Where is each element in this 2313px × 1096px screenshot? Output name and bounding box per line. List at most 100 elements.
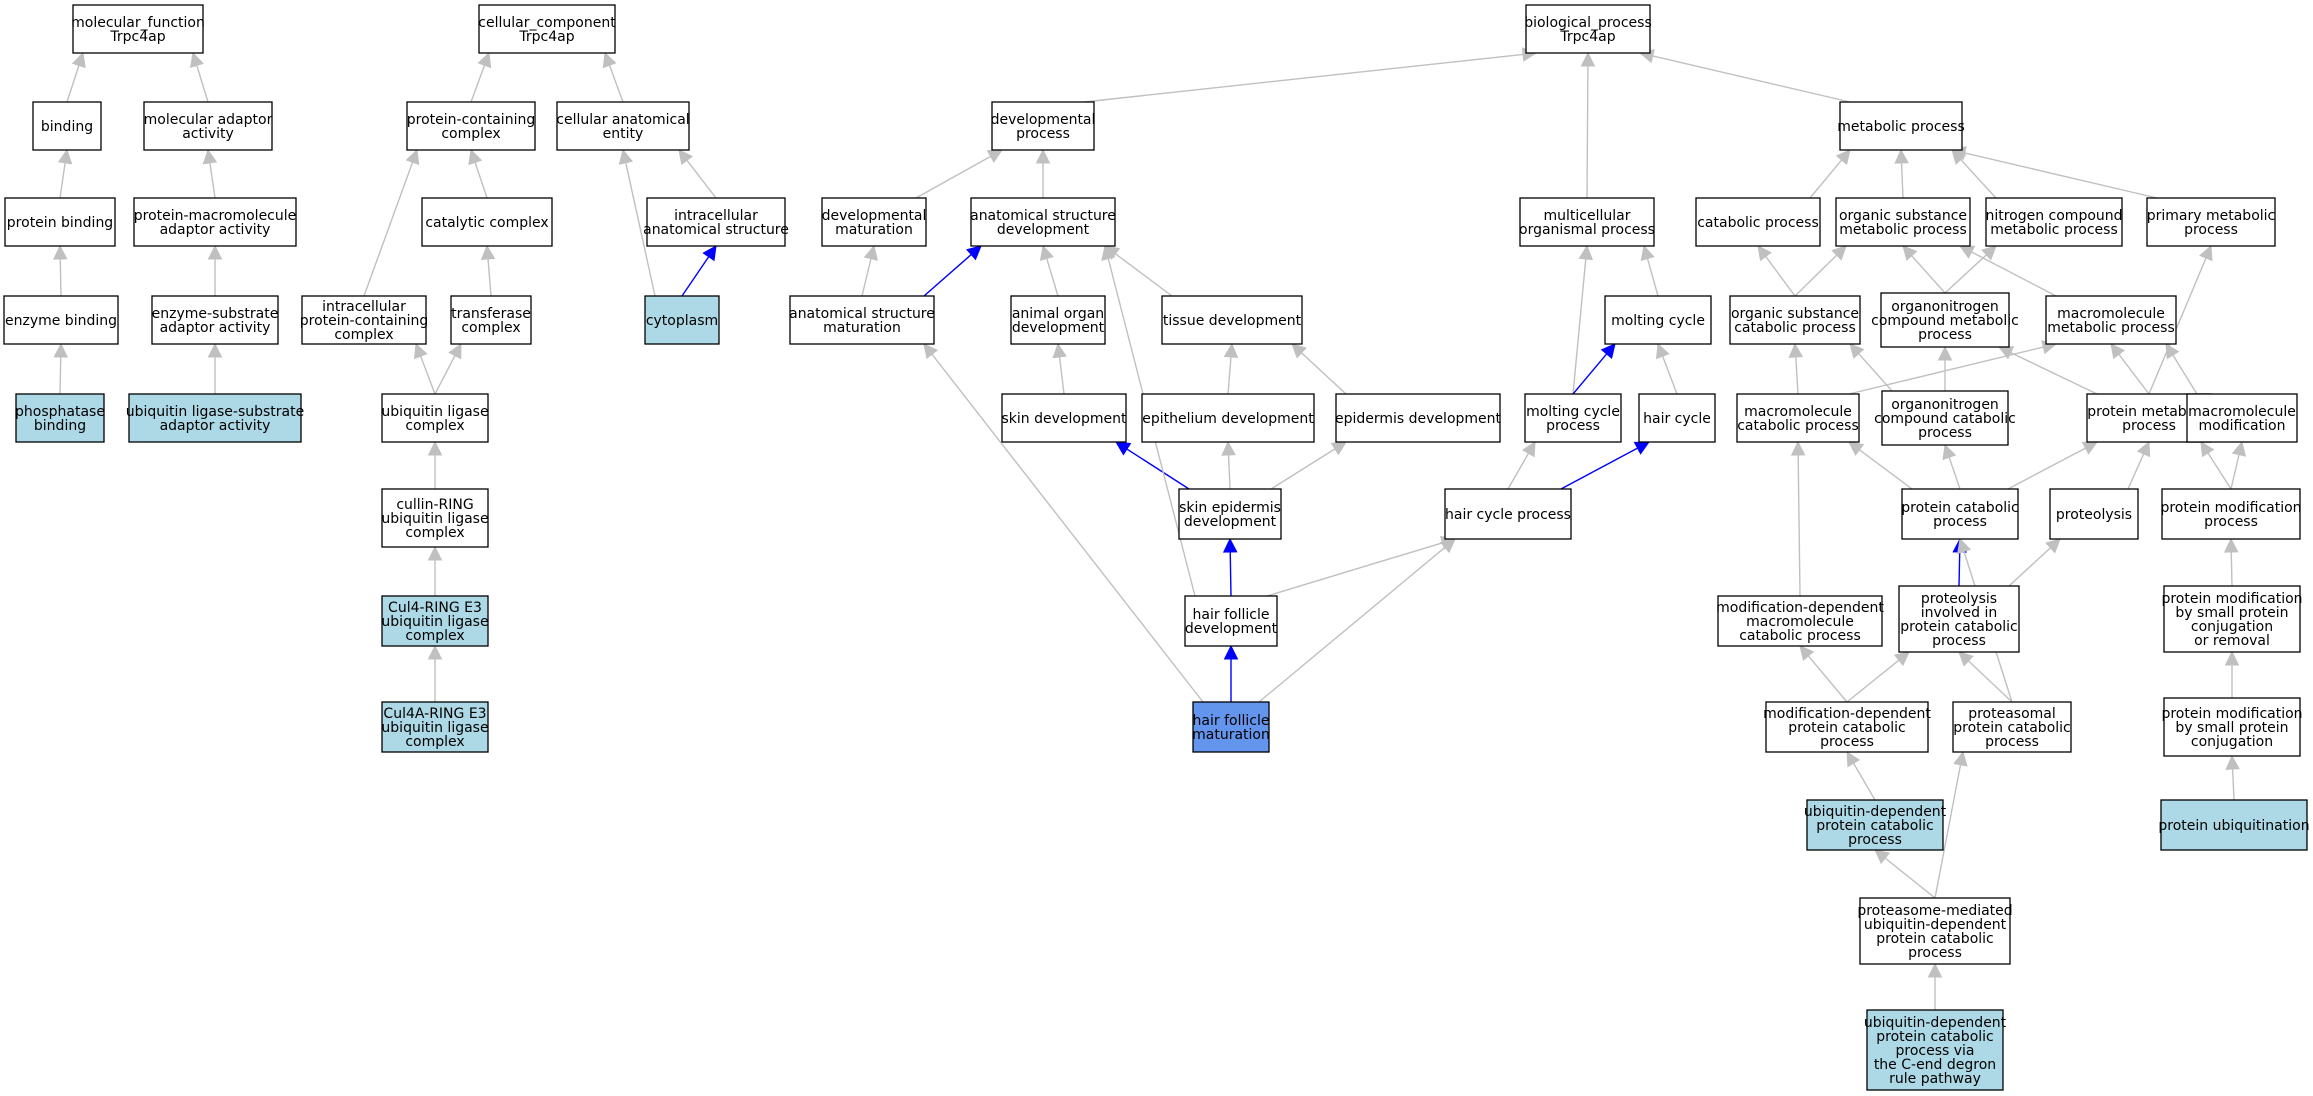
is-a-edge	[474, 162, 488, 199]
is-a-edge	[931, 353, 1204, 703]
go-term-label: or removal	[2194, 633, 2270, 649]
is-a-edge	[915, 155, 991, 199]
go-term-label: protein ubiquitination	[2158, 818, 2309, 834]
is-a-edge	[1858, 353, 1893, 392]
go-term-label: process	[1546, 418, 1600, 434]
edge-arrowhead	[427, 545, 443, 561]
go-term-box	[450, 295, 532, 345]
is-a-edge	[1765, 256, 1796, 297]
go-term-box	[72, 4, 204, 54]
go-term-label: intracellular	[322, 299, 406, 315]
go-term-box	[2146, 197, 2276, 247]
highlighted-edge	[1958, 551, 1961, 587]
go-term-box	[1717, 595, 1883, 647]
go-term-box	[1901, 488, 2019, 540]
edge-arrowhead	[71, 51, 86, 69]
go-term-label: ubiquitin ligase	[381, 720, 488, 736]
go-term-label: protein catabolic	[1953, 720, 2071, 736]
go-term-label: process	[2122, 418, 2176, 434]
go-term-label: complex	[334, 327, 393, 343]
go-term-label: process	[1933, 514, 1987, 530]
go-term-label: tissue development	[1163, 313, 1302, 329]
highlighted-edge	[1560, 447, 1638, 490]
go-term-label: compound metabolic	[1871, 313, 2019, 329]
go-term-box	[1524, 393, 1622, 443]
go-term-label: process	[1848, 832, 1902, 848]
go-term-box	[1525, 4, 1651, 54]
is-a-edge	[1652, 55, 1851, 103]
edge-arrowhead	[2223, 537, 2239, 553]
go-term-label: conjugation	[2191, 734, 2273, 750]
go-term-label: binding	[34, 418, 86, 434]
go-term-box	[2163, 585, 2301, 653]
go-term-label: ubiquitin-dependent	[1804, 804, 1947, 820]
go-term-box	[381, 488, 489, 548]
go-term-node: epithelium development	[1141, 393, 1315, 443]
go-term-label: process	[1908, 945, 1962, 961]
edge-arrowhead	[1958, 651, 1974, 667]
go-term-box	[1604, 295, 1712, 345]
go-term-label: proteasomal	[1968, 706, 2056, 722]
is-a-edge	[1852, 762, 1876, 801]
is-a-edge	[2148, 257, 2207, 395]
go-term-label: proteolysis	[1921, 591, 1997, 607]
go-term-label: compound catabolic	[1874, 411, 2016, 427]
go-term-label: transferase	[451, 306, 531, 322]
go-term-label: development	[1185, 621, 1278, 637]
go-term-box	[1178, 488, 1282, 540]
go-term-box	[128, 393, 302, 443]
go-term-label: organic substance	[1731, 306, 1859, 322]
edge-arrowhead	[1835, 149, 1851, 166]
go-term-label: hair cycle process	[1445, 507, 1571, 523]
edge-arrowhead	[1927, 962, 1943, 978]
is-a-edge	[1846, 659, 1900, 703]
edge-arrowhead	[1580, 51, 1596, 67]
go-term-label: Trpc4ap	[109, 29, 165, 45]
is-a-edge	[1227, 454, 1231, 490]
is-a-edge	[59, 258, 62, 297]
go-term-label: protein catabolic	[1876, 1029, 1994, 1045]
go-term-label: biological_process	[1524, 15, 1652, 31]
go-term-label: phosphatase	[15, 404, 105, 420]
go-term-box	[556, 101, 690, 151]
is-a-edge	[2230, 551, 2233, 587]
edge-arrowhead	[1330, 441, 1347, 456]
is-a-edge	[2231, 768, 2235, 801]
edge-arrowhead	[1846, 751, 1861, 768]
go-term-box	[2186, 393, 2298, 443]
is-a-edge	[608, 64, 624, 103]
go-term-box	[1184, 595, 1278, 647]
edge-arrowhead	[2165, 343, 2180, 360]
is-a-edge	[1884, 857, 1936, 899]
edge-arrowhead	[966, 245, 982, 261]
is-a-edge	[1964, 152, 2158, 199]
edge-arrowhead	[1600, 343, 1616, 360]
edge-arrowhead	[448, 343, 462, 360]
edge-arrowhead	[1521, 441, 1536, 458]
go-term-label: proteasome-mediated	[1857, 903, 2012, 919]
edge-arrowhead	[52, 244, 68, 260]
go-term-label: process	[1985, 734, 2039, 750]
go-term-label: organonitrogen	[1891, 397, 1999, 413]
go-term-label: the C-end degron	[1874, 1057, 1996, 1073]
go-term-box	[3, 295, 119, 345]
edge-arrowhead	[1052, 342, 1067, 359]
go-term-label: process	[2204, 514, 2258, 530]
highlighted-edge	[1229, 551, 1232, 597]
is-a-edge	[1911, 255, 1946, 294]
is-a-edge	[1807, 655, 1848, 703]
